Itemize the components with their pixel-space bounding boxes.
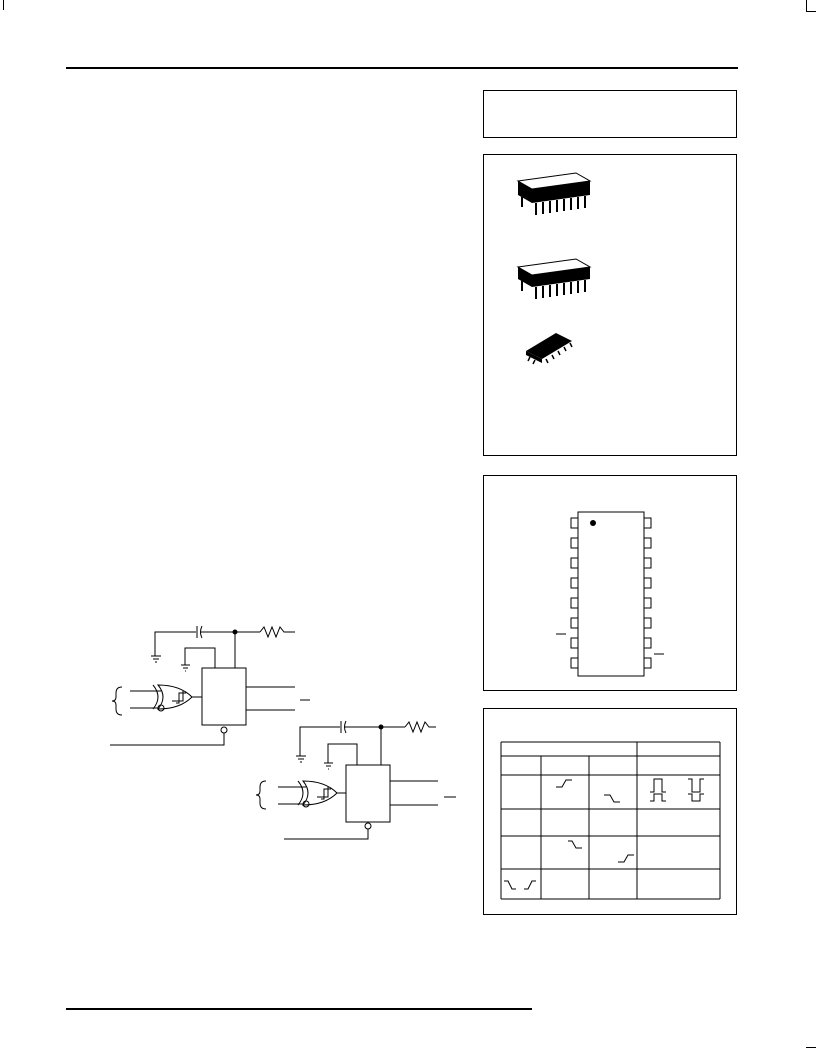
- crop-mark-top-left: [3, 0, 4, 10]
- pinout-box: [483, 475, 737, 691]
- function-table-box: [483, 708, 737, 915]
- function-table: [500, 741, 721, 900]
- pinout-diagram: [556, 511, 664, 677]
- footer-rule: [66, 1008, 532, 1010]
- crop-mark-top-right-v: [806, 0, 807, 12]
- application-circuit-diagram: [110, 625, 456, 840]
- header-rule: [66, 67, 738, 69]
- soic-package-icon: [526, 333, 573, 365]
- dip-package-icon: [516, 172, 592, 215]
- crop-mark-top-right-h: [806, 11, 816, 12]
- device-title-box: [483, 90, 737, 138]
- crop-mark-bottom-right: [806, 1047, 816, 1048]
- package-box: [483, 154, 737, 456]
- dip-package-icon: [516, 258, 592, 299]
